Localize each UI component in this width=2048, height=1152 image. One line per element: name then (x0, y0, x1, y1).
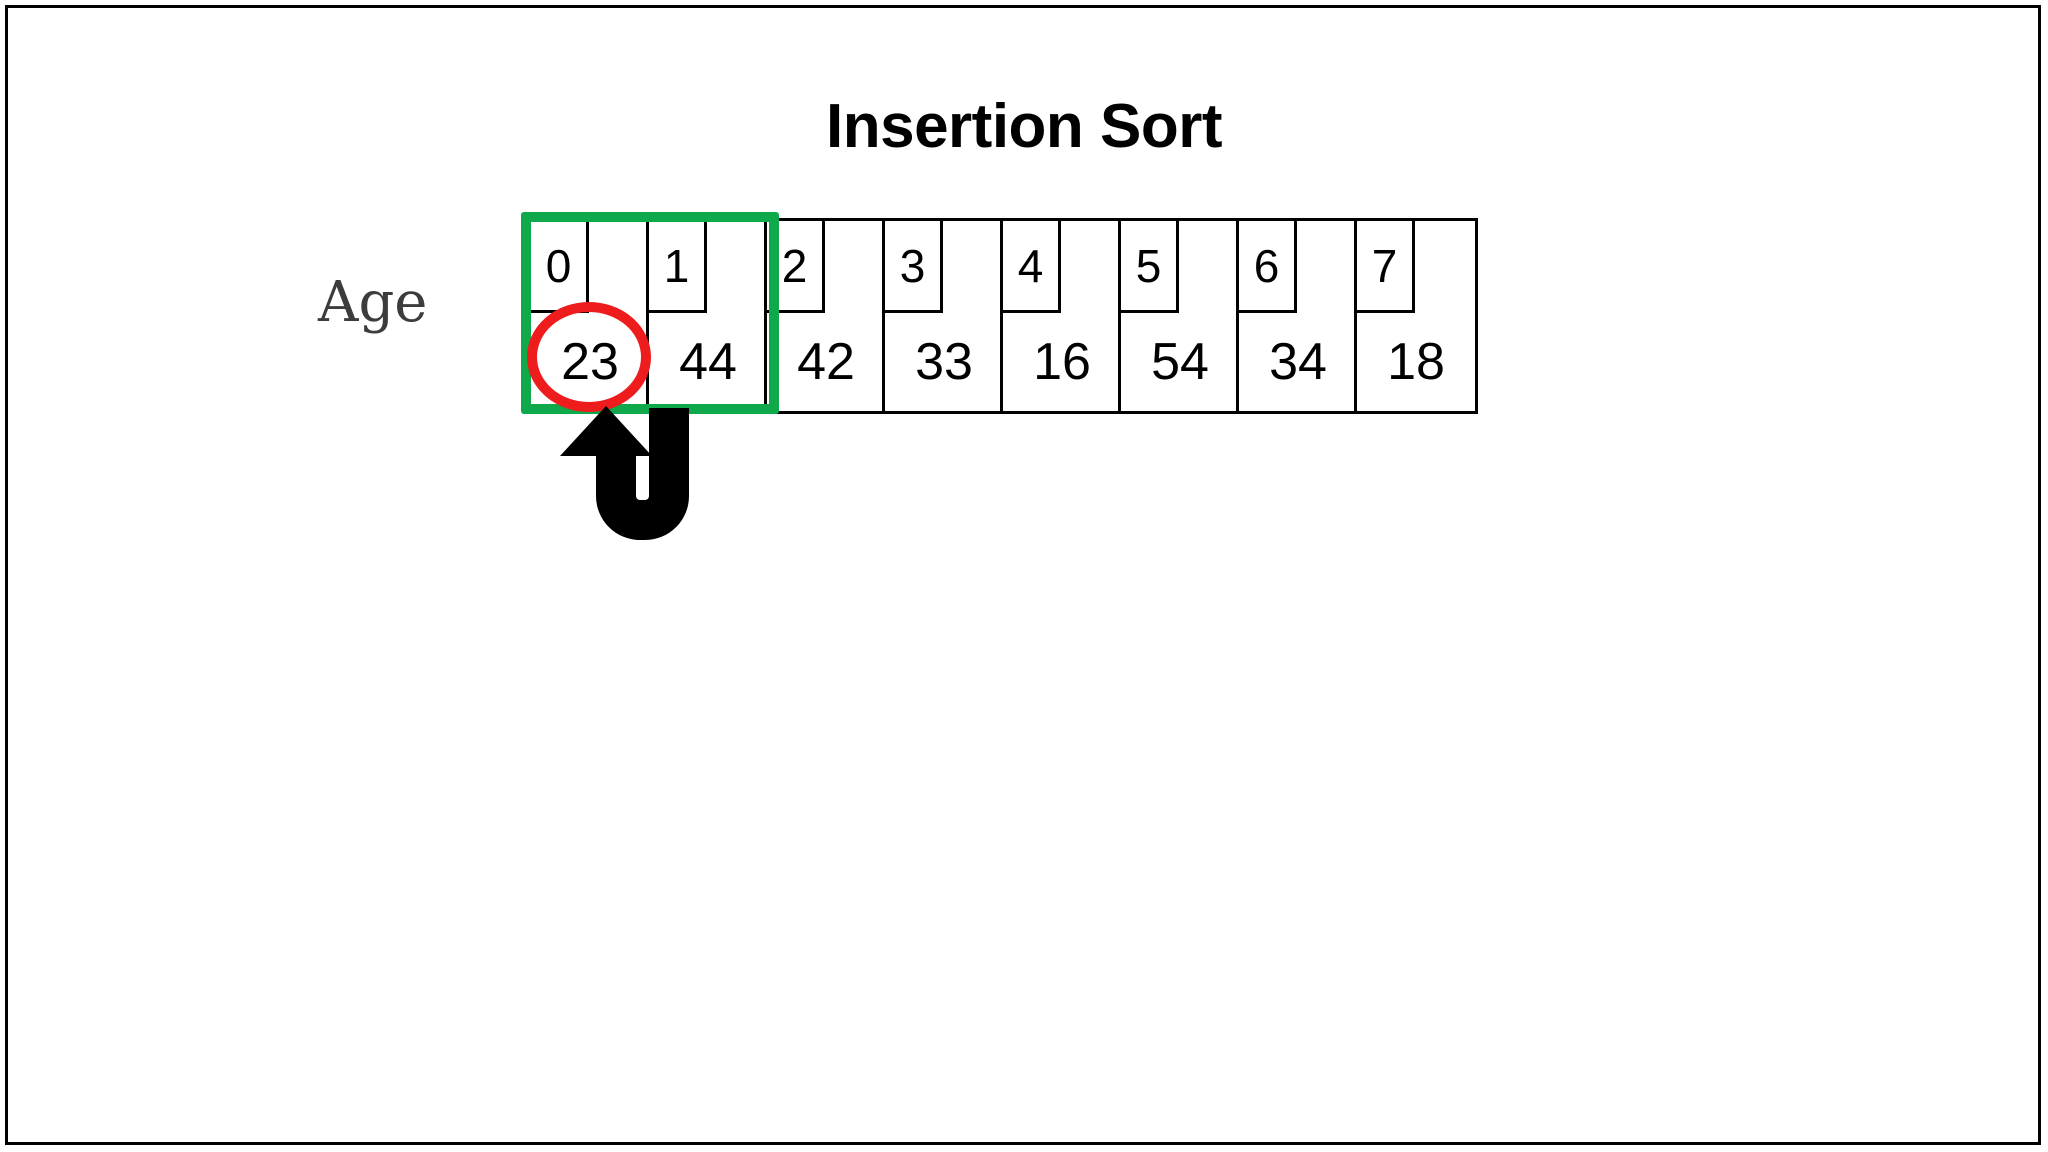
array-cell-5[interactable]: 5 54 (1121, 221, 1239, 411)
cell-value-6: 34 (1269, 333, 1327, 391)
cell-value-1: 44 (679, 333, 737, 391)
array-cell-4[interactable]: 4 16 (1003, 221, 1121, 411)
cell-index-2: 2 (767, 221, 825, 313)
cell-value-3: 33 (915, 333, 973, 391)
cell-value-0: 23 (561, 333, 619, 391)
array-cell-0[interactable]: 0 23 (531, 221, 649, 411)
array-cell-3[interactable]: 3 33 (885, 221, 1003, 411)
cell-value-2: 42 (797, 333, 855, 391)
cell-value-4: 16 (1033, 333, 1091, 391)
page-title: Insertion Sort (825, 92, 1223, 161)
cell-index-0: 0 (531, 221, 589, 313)
array-cell-2[interactable]: 2 42 (767, 221, 885, 411)
cell-index-1: 1 (649, 221, 707, 313)
array-cell-7[interactable]: 7 18 (1357, 221, 1475, 411)
u-turn-move-arrow (560, 406, 689, 540)
cell-index-4: 4 (1003, 221, 1061, 313)
slide-border (5, 5, 2041, 1145)
array-cell-1[interactable]: 1 44 (649, 221, 767, 411)
cell-value-5: 54 (1151, 333, 1209, 391)
array-table: 0 23 1 44 2 42 3 33 4 16 5 54 6 34 7 (528, 218, 1478, 414)
cell-value-7: 18 (1387, 333, 1445, 391)
cell-index-7: 7 (1357, 221, 1415, 313)
row-label-age: Age (318, 270, 428, 335)
array-cell-6[interactable]: 6 34 (1239, 221, 1357, 411)
cell-index-6: 6 (1239, 221, 1297, 313)
cell-index-3: 3 (885, 221, 943, 313)
cell-index-5: 5 (1121, 221, 1179, 313)
